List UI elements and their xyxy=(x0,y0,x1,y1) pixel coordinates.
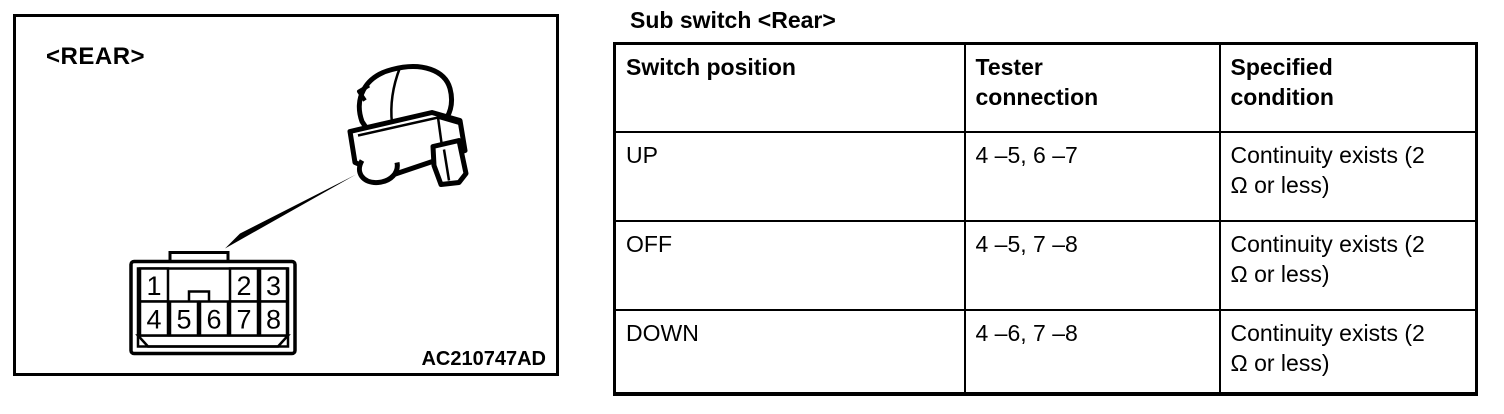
table-row: UP 4 –5, 6 –7 Continuity exists (2 Ω or … xyxy=(613,130,1478,222)
connector-pin-diagram: 1 2 3 4 5 6 7 8 xyxy=(129,251,297,356)
pin-number: 6 xyxy=(206,305,221,335)
figure-code: AC210747AD xyxy=(421,348,546,370)
table-header-row: Switch position Tester connection Specif… xyxy=(613,42,1478,133)
pin-number: 1 xyxy=(146,271,161,301)
connector-figure-drawing: 1 2 3 4 5 6 7 8 xyxy=(129,64,469,356)
cell-tester-connection: 4 –6, 7 –8 xyxy=(963,308,1221,395)
col-header-switch-position: Switch position xyxy=(613,42,966,133)
cell-switch-position: UP xyxy=(613,130,966,222)
cell-tester-connection: 4 –5, 6 –7 xyxy=(963,130,1221,222)
pointer-arrow-icon xyxy=(225,174,356,249)
rear-view-figure-panel: 1 2 3 4 5 6 7 8 <REAR> AC210747AD xyxy=(13,14,559,376)
switch-illustration-icon xyxy=(347,64,469,187)
cell-specified-condition: Continuity exists (2 Ω or less) xyxy=(1218,308,1478,395)
col-header-specified-condition: Specified condition xyxy=(1218,42,1478,133)
pin-number: 7 xyxy=(236,305,251,335)
spec-table: Switch position Tester connection Specif… xyxy=(613,42,1478,396)
col-header-tester-connection: Tester connection xyxy=(963,42,1221,133)
pin-number: 8 xyxy=(266,305,281,335)
cell-tester-connection: 4 –5, 7 –8 xyxy=(963,219,1221,311)
pin-number: 4 xyxy=(146,305,161,335)
table-row: OFF 4 –5, 7 –8 Continuity exists (2 Ω or… xyxy=(613,219,1478,311)
cell-specified-condition: Continuity exists (2 Ω or less) xyxy=(1218,130,1478,222)
cell-specified-condition: Continuity exists (2 Ω or less) xyxy=(1218,219,1478,311)
pin-number: 5 xyxy=(176,305,191,335)
pin-number: 2 xyxy=(236,271,251,301)
table-title: Sub switch <Rear> xyxy=(630,7,836,33)
cell-switch-position: DOWN xyxy=(613,308,966,395)
rear-view-label: <REAR> xyxy=(46,43,146,70)
table-row: DOWN 4 –6, 7 –8 Continuity exists (2 Ω o… xyxy=(613,308,1478,395)
cell-switch-position: OFF xyxy=(613,219,966,311)
pin-number: 3 xyxy=(266,271,281,301)
